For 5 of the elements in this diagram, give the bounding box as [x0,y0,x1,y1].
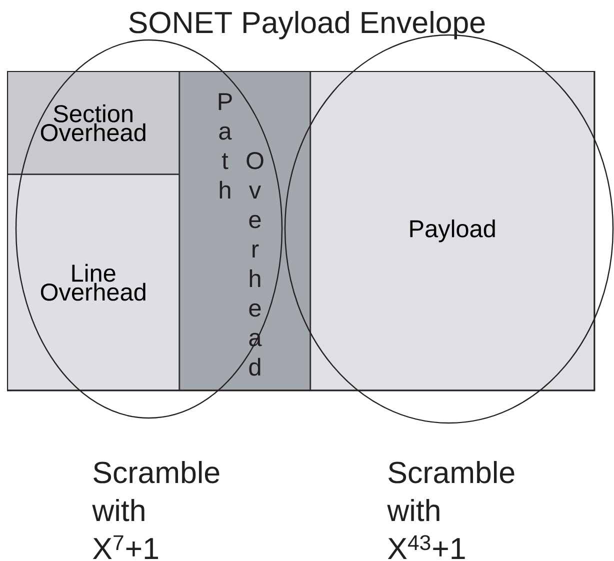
section-box: Payload [310,71,594,390]
caption-text: Scramble with X$^{43}$+1 [387,460,514,559]
vertical-label: Path [218,93,232,198]
caption-text: Scramble with X$^{7}$+1 [92,460,220,559]
title: SONET Payload Envelope [129,10,485,40]
